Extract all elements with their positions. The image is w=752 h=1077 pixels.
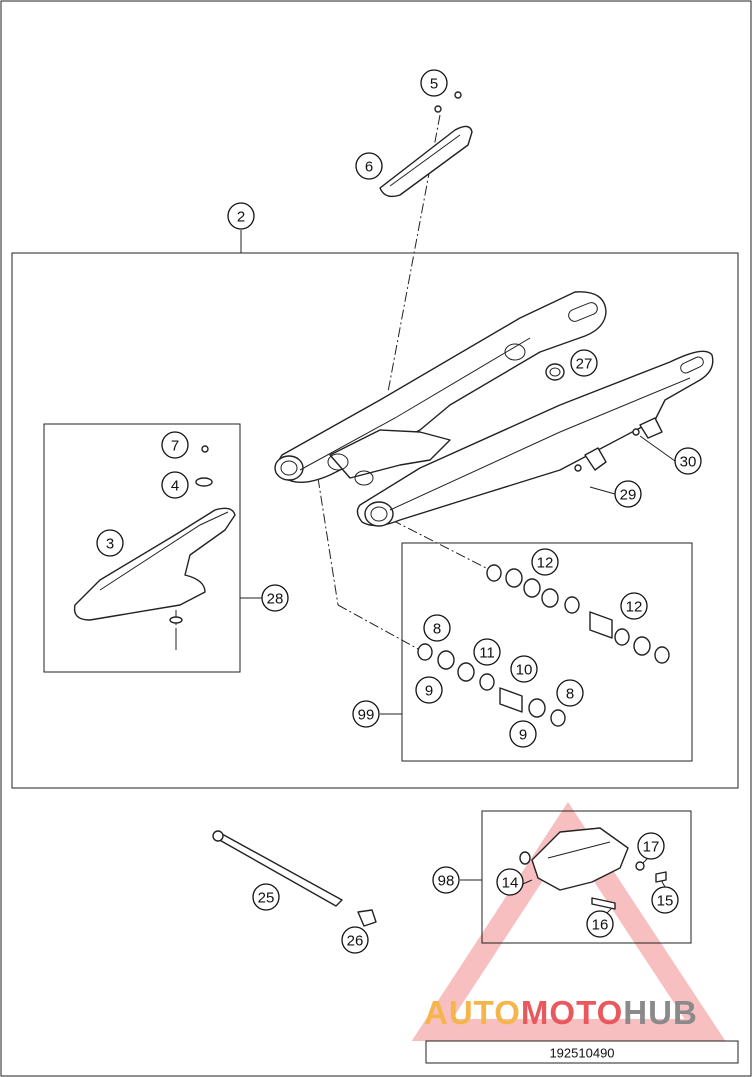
callout-14: 14 bbox=[496, 868, 524, 896]
svg-text:9: 9 bbox=[519, 727, 527, 744]
part-98-chain-guide bbox=[519, 827, 667, 910]
part-29-nut bbox=[574, 464, 582, 472]
callout-8b: 8 bbox=[556, 679, 584, 707]
callouts: 2 3 4 5 6 7 8 8 9 9 10 11 12 12 14 15 16… bbox=[96, 69, 702, 954]
callout-29: 29 bbox=[614, 480, 642, 508]
svg-text:14: 14 bbox=[502, 875, 519, 892]
watermark-text: AUTOMOTOHUB bbox=[424, 994, 698, 1031]
callout-4: 4 bbox=[161, 471, 189, 499]
svg-text:26: 26 bbox=[347, 933, 364, 950]
callout-11: 11 bbox=[473, 638, 501, 666]
callout-12b: 12 bbox=[620, 592, 648, 620]
svg-text:2: 2 bbox=[237, 209, 245, 226]
callout-25: 25 bbox=[252, 883, 280, 911]
callout-9a: 9 bbox=[415, 676, 443, 704]
callout-6: 6 bbox=[355, 152, 383, 180]
svg-text:4: 4 bbox=[171, 478, 179, 495]
svg-text:29: 29 bbox=[620, 487, 637, 504]
svg-text:27: 27 bbox=[576, 356, 593, 373]
callout-3: 3 bbox=[96, 529, 124, 557]
bearing-parts bbox=[417, 564, 670, 727]
swingarm-group-box bbox=[11, 252, 739, 789]
part-3-chain-slider bbox=[73, 445, 236, 650]
svg-text:3: 3 bbox=[106, 536, 114, 553]
svg-text:9: 9 bbox=[425, 683, 433, 700]
svg-text:28: 28 bbox=[267, 591, 284, 608]
part-25-axle bbox=[212, 830, 377, 927]
svg-text:30: 30 bbox=[680, 454, 697, 471]
callout-8a: 8 bbox=[423, 614, 451, 642]
svg-text:12: 12 bbox=[537, 555, 554, 572]
callout-99: 99 bbox=[352, 700, 380, 728]
watermark-triangle bbox=[411, 801, 726, 1041]
svg-text:8: 8 bbox=[566, 686, 574, 703]
callout-9b: 9 bbox=[509, 720, 537, 748]
svg-text:98: 98 bbox=[438, 873, 455, 890]
part-26-nut bbox=[357, 909, 377, 927]
callout-2: 2 bbox=[227, 202, 255, 230]
svg-text:15: 15 bbox=[657, 893, 674, 910]
callout-5: 5 bbox=[420, 69, 448, 97]
svg-text:6: 6 bbox=[365, 159, 373, 176]
callout-26: 26 bbox=[341, 926, 369, 954]
callout-28: 28 bbox=[261, 584, 289, 612]
svg-text:11: 11 bbox=[479, 645, 495, 662]
callout-98: 98 bbox=[432, 866, 460, 894]
svg-text:17: 17 bbox=[643, 839, 660, 856]
svg-text:25: 25 bbox=[258, 890, 275, 907]
callout-30: 30 bbox=[674, 447, 702, 475]
svg-text:7: 7 bbox=[171, 438, 179, 455]
callout-17: 17 bbox=[637, 832, 665, 860]
callout-27: 27 bbox=[570, 349, 598, 377]
svg-text:8: 8 bbox=[433, 621, 441, 638]
leader-lines bbox=[240, 230, 676, 921]
bearing-kit-group-box bbox=[401, 542, 693, 762]
callout-16: 16 bbox=[586, 910, 614, 938]
chain-slider-group-box bbox=[43, 423, 241, 673]
swingarm bbox=[274, 291, 714, 527]
callout-10: 10 bbox=[510, 655, 538, 683]
svg-text:16: 16 bbox=[592, 917, 609, 934]
document-number: 192510490 bbox=[549, 1046, 614, 1061]
callout-12a: 12 bbox=[531, 548, 559, 576]
part-30-nut bbox=[632, 428, 640, 436]
callout-15: 15 bbox=[651, 886, 679, 914]
callout-7: 7 bbox=[161, 431, 189, 459]
part-6-chain-guide bbox=[379, 91, 473, 198]
svg-text:10: 10 bbox=[516, 662, 533, 679]
document-number-box bbox=[425, 1040, 739, 1064]
svg-text:5: 5 bbox=[430, 76, 438, 93]
chain-guide-group-box bbox=[481, 810, 692, 944]
part-27-bush bbox=[545, 363, 565, 381]
svg-text:99: 99 bbox=[358, 707, 375, 724]
svg-text:12: 12 bbox=[626, 599, 643, 616]
